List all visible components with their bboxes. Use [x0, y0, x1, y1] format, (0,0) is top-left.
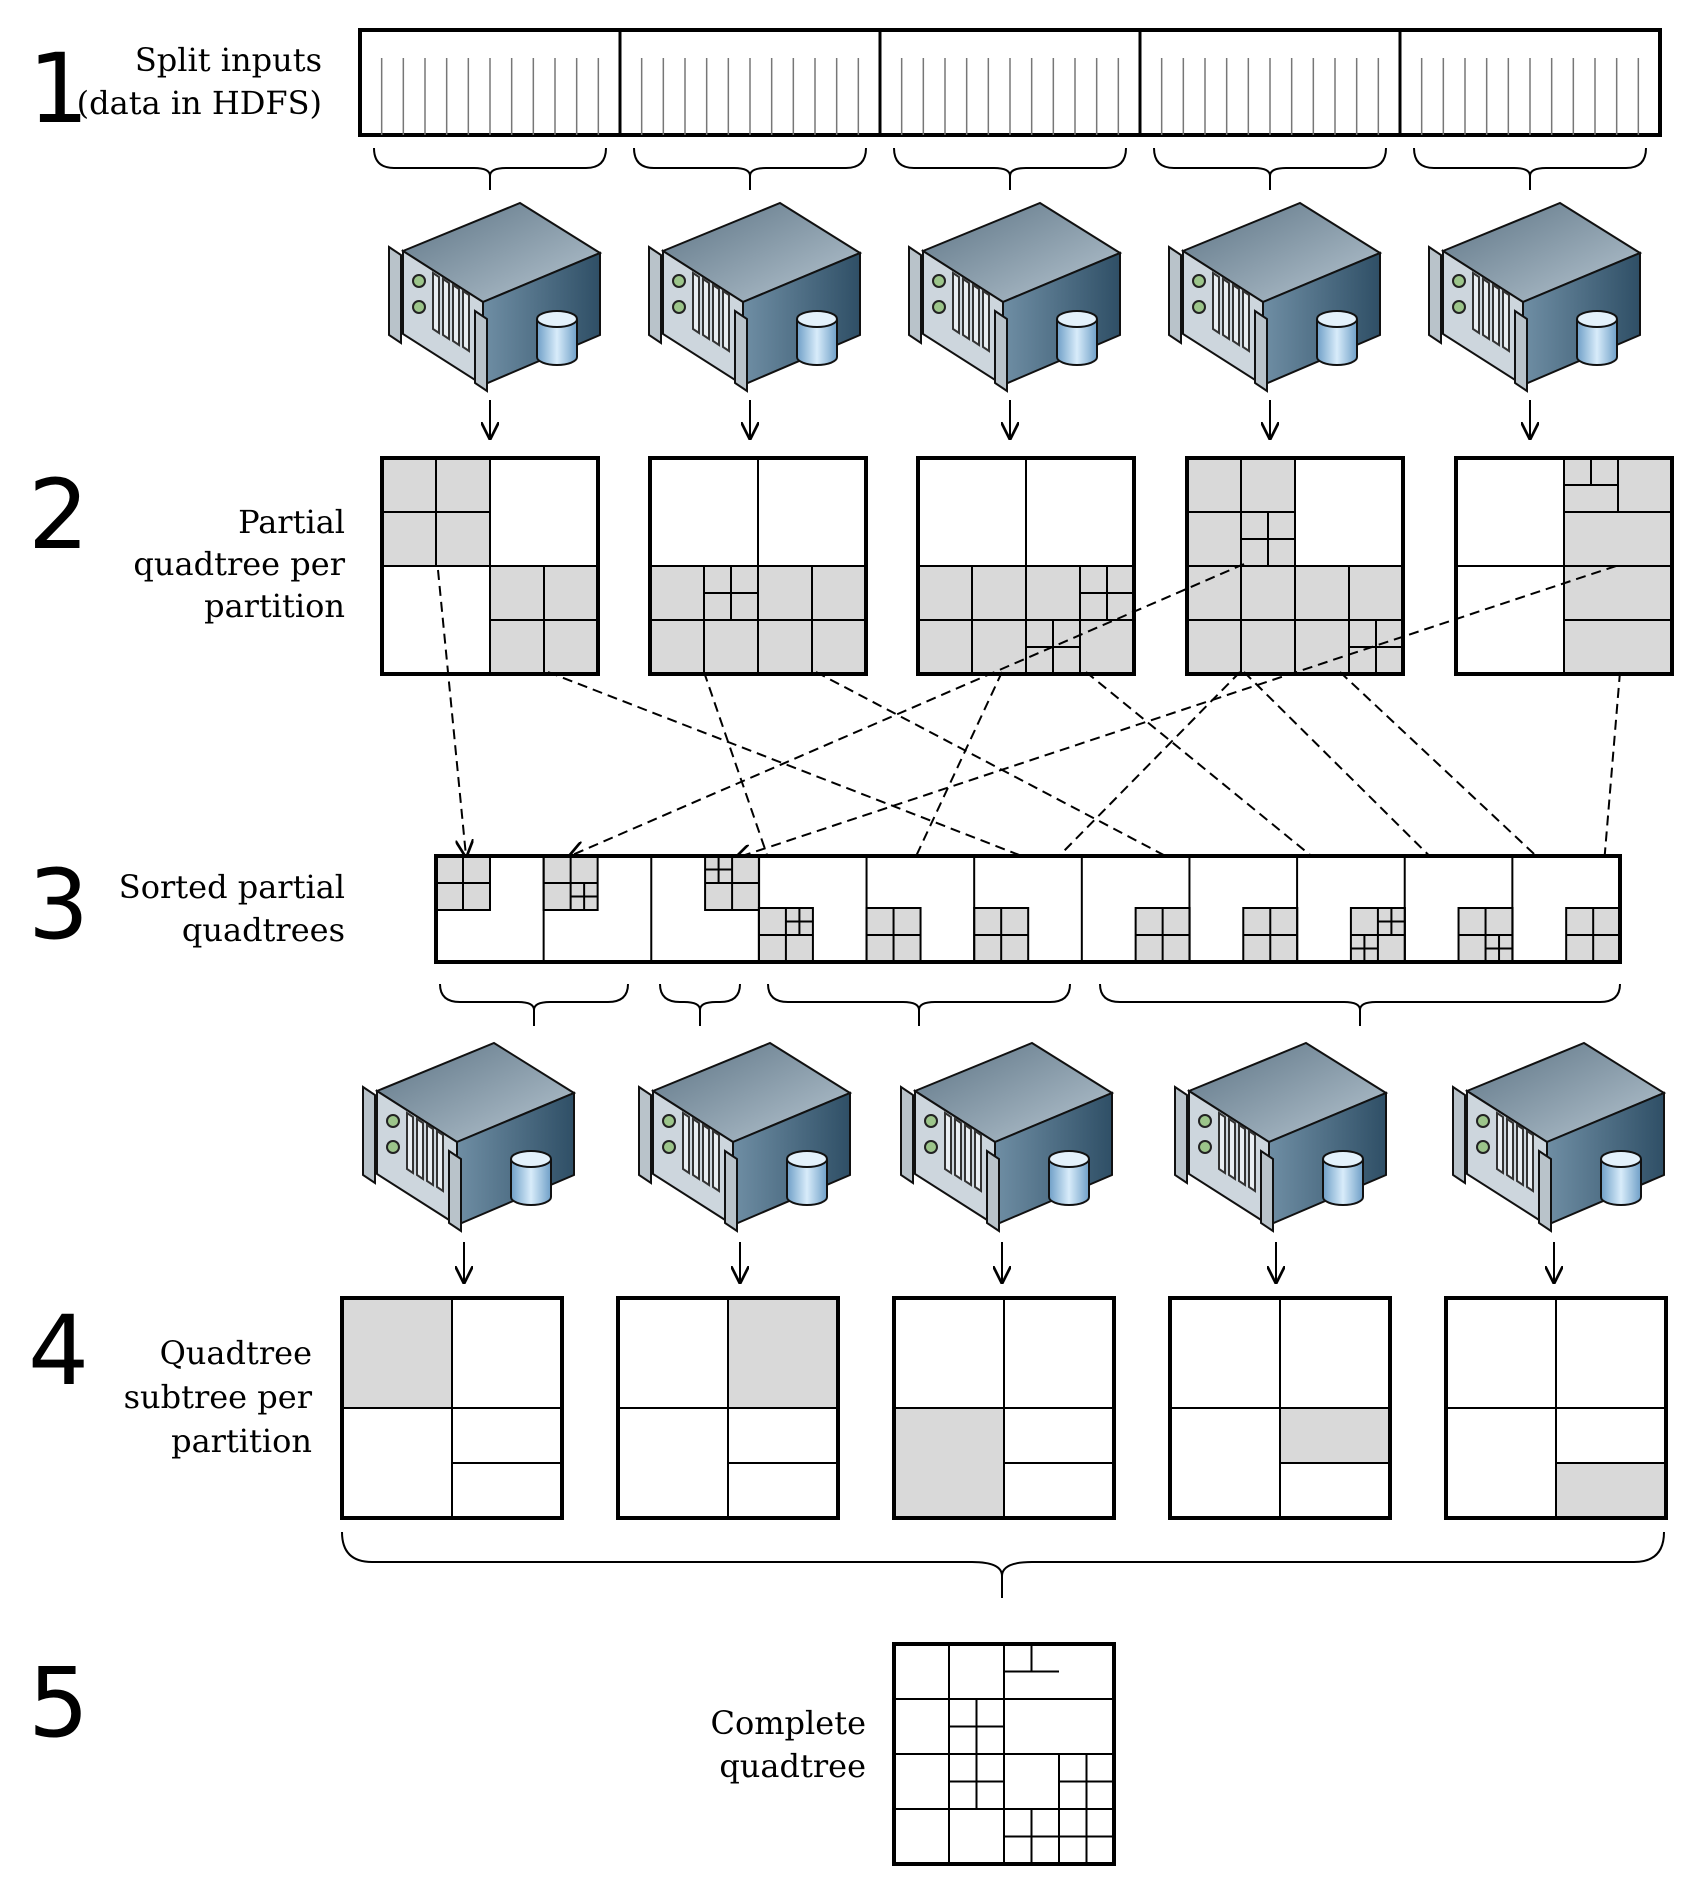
partial-quadtree [916, 456, 1136, 676]
step-label-line: subtree per [124, 1378, 313, 1416]
sorted-quad-tile [865, 907, 922, 963]
step-4: 4 Quadtree subtree per partition [28, 1295, 313, 1460]
quadtree-subtree [892, 1296, 1116, 1520]
step-number: 5 [28, 1647, 89, 1759]
step-label-line: quadtree [719, 1747, 866, 1785]
partial-quadtree [1185, 456, 1405, 676]
split-brace [373, 147, 607, 177]
step-1: 1 Split inputs (data in HDFS) [28, 33, 322, 145]
sorted-quad-tile [1242, 907, 1299, 963]
server-with-disk-icon [1452, 1042, 1665, 1232]
sorted-quad-tile [704, 855, 761, 911]
server-with-disk-icon [388, 202, 601, 392]
sorted-quad-tile [435, 855, 491, 911]
mapper-servers [388, 202, 1641, 438]
shuffle-arrow [890, 671, 1003, 912]
step-label-line: partition [171, 1422, 312, 1460]
quadtree-subtree [616, 1296, 840, 1520]
step-number: 1 [28, 33, 89, 145]
sorted-brace [659, 983, 741, 1011]
step-label-line: Quadtree [160, 1334, 312, 1372]
reducer-servers [362, 1042, 1665, 1282]
partial-quadtree [1454, 456, 1674, 676]
step-label-line: Sorted partial [119, 868, 345, 906]
server-with-disk-icon [648, 202, 861, 392]
step-number: 4 [28, 1295, 89, 1407]
sorted-quad-tile [973, 907, 1030, 963]
sorted-brace [1099, 983, 1621, 1011]
step-number: 3 [28, 849, 89, 961]
hdfs-input-bar [358, 28, 1662, 137]
step-5: 5 Complete quadtree [28, 1647, 866, 1785]
sorted-quad-tile [1349, 907, 1406, 963]
shuffle-arrow [1243, 671, 1486, 912]
server-with-disk-icon [1168, 202, 1381, 392]
step-3: 3 Sorted partial quadtrees [28, 849, 345, 961]
quadtree-subtree [1168, 1296, 1392, 1520]
merge-brace [341, 1531, 1665, 1598]
shuffle-arrow [570, 563, 1245, 856]
step-label-line: (data in HDFS) [77, 84, 322, 122]
quadtree-subtree [1444, 1296, 1668, 1520]
partial-quadtree [380, 456, 600, 676]
sorted-bar-outline [434, 854, 1622, 964]
server-with-disk-icon [908, 202, 1121, 392]
complete-quadtree [892, 1642, 1116, 1866]
input-split-block [618, 30, 860, 135]
step-label-line: quadtree per [133, 545, 345, 583]
input-split-block [1398, 30, 1640, 135]
sorted-brace [439, 983, 629, 1011]
step-label-line: Split inputs [135, 41, 322, 79]
sorted-quad-tile [542, 855, 599, 911]
server-with-disk-icon [1174, 1042, 1387, 1232]
step-number: 2 [28, 459, 89, 571]
server-with-disk-icon [900, 1042, 1113, 1232]
split-braces [373, 147, 1647, 190]
split-brace [893, 147, 1127, 177]
step-2: 2 Partial quadtree per partition [28, 459, 346, 625]
split-brace [633, 147, 867, 177]
sorted-quad-tile [1134, 907, 1191, 963]
server-with-disk-icon [638, 1042, 851, 1232]
split-brace [1153, 147, 1387, 177]
sorted-partial-quadtrees [434, 854, 1622, 964]
sorted-quad-tile [1565, 907, 1622, 963]
shuffle-arrow [736, 565, 1617, 858]
sorted-quad-tile [757, 907, 814, 963]
complete-quadtree-grid [892, 1642, 1116, 1866]
step-label-line: Complete [710, 1704, 866, 1742]
server-with-disk-icon [362, 1042, 575, 1232]
step-label-line: quadtrees [182, 911, 345, 949]
quadtree-subtree [340, 1296, 564, 1520]
input-split-block [380, 58, 600, 135]
shuffle-arrow [815, 671, 1272, 912]
input-split-block [1138, 30, 1380, 135]
input-split-block [878, 30, 1120, 135]
server-with-disk-icon [1428, 202, 1641, 392]
sorted-brace [767, 983, 1071, 1011]
sorted-quad-tile [1457, 907, 1514, 963]
sorted-braces [439, 983, 1621, 1026]
partial-quadtrees [380, 456, 1674, 676]
step-label-line: Partial [238, 503, 345, 541]
quadtree-subtrees [340, 1296, 1668, 1520]
partial-quadtree [648, 456, 868, 676]
step-label-line: partition [204, 587, 345, 625]
split-brace [1413, 147, 1647, 177]
